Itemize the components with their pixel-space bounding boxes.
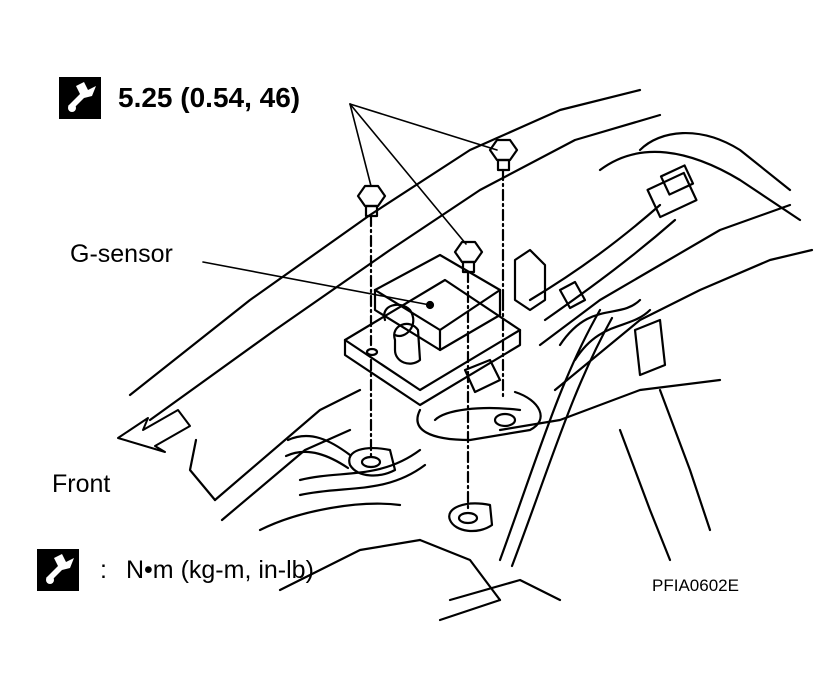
bolt-right <box>488 138 519 302</box>
g-sensor-unit <box>365 253 502 394</box>
leader-lines <box>202 103 498 306</box>
torque-specification: 5.25 (0.54, 46) <box>118 82 301 113</box>
mounting-bracket <box>343 248 667 442</box>
torque-wrench-icon <box>59 77 101 119</box>
legend-torque-units: N•m (kg-m, in-lb) <box>126 556 314 584</box>
figure-code: PFIA0602E <box>652 576 739 595</box>
bolt-center <box>453 240 484 512</box>
front-direction-label: Front <box>52 470 111 498</box>
arrow-front-icon <box>117 409 191 453</box>
g-sensor-label: G-sensor <box>70 240 173 268</box>
bolt-left <box>356 184 387 347</box>
wire-harness <box>284 164 698 568</box>
mounting-bolts <box>348 138 519 533</box>
torque-wrench-icon <box>37 549 79 591</box>
legend-separator: : <box>100 556 107 584</box>
floor-tunnel <box>128 88 814 622</box>
